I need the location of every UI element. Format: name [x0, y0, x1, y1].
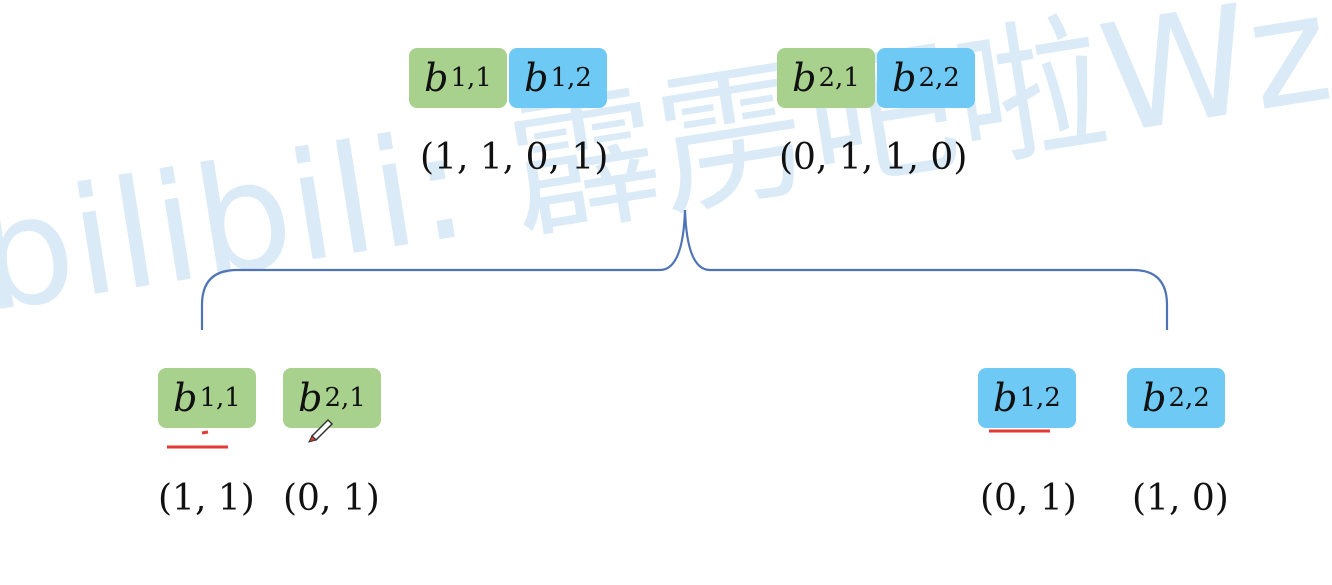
tile-base: b	[1142, 376, 1167, 420]
tile-base: b	[424, 56, 449, 100]
tile-subscript: 2,1	[818, 63, 860, 93]
vector-bottom-4: (1, 0)	[1132, 478, 1229, 519]
vector-top-1: (1, 1, 0, 1)	[420, 137, 609, 178]
tile-subscript: 2,2	[918, 63, 960, 93]
tile-base: b	[792, 56, 817, 100]
tile-subscript: 2,1	[324, 383, 366, 413]
vector-bottom-2: (0, 1)	[283, 478, 380, 519]
tile-base: b	[892, 56, 917, 100]
tile-base: b	[298, 376, 323, 420]
vector-top-2: (0, 1, 1, 0)	[779, 137, 968, 178]
tile-subscript: 1,1	[450, 63, 492, 93]
brace-path	[200, 209, 1169, 330]
tile-subscript: 1,1	[199, 383, 241, 413]
tile-base: b	[524, 56, 549, 100]
vector-bottom-3: (0, 1)	[980, 478, 1077, 519]
vector-bottom-1: (1, 1)	[158, 478, 255, 519]
tile-subscript: 2,2	[1168, 383, 1210, 413]
tile-base: b	[993, 376, 1018, 420]
annotation-mark	[201, 430, 209, 435]
tile-subscript: 1,2	[1019, 383, 1061, 413]
pen-cursor-icon	[308, 418, 334, 443]
tile-base: b	[173, 376, 198, 420]
tile-subscript: 1,2	[550, 63, 592, 93]
